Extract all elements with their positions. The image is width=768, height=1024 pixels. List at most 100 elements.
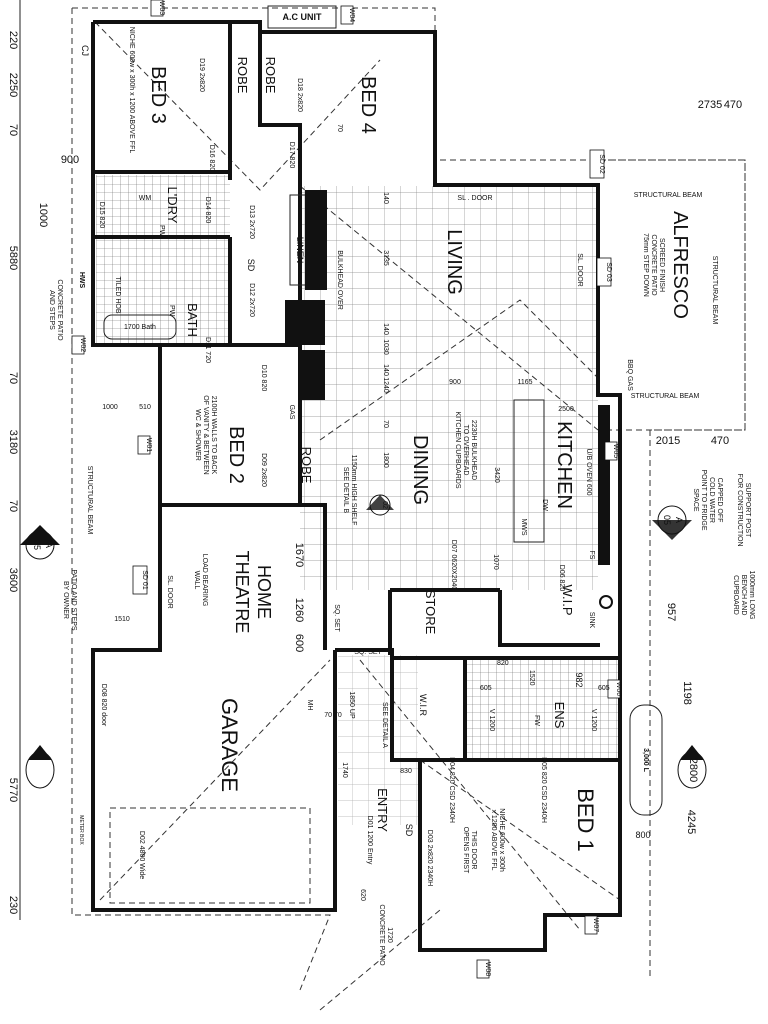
joinery-block-2 xyxy=(285,300,325,345)
bath-tub xyxy=(103,314,177,340)
plan-label: 02 xyxy=(381,501,388,509)
room-home-theatre: HOME xyxy=(254,565,274,619)
plan-label: SL . DOOR xyxy=(457,195,492,202)
room-alfresco: ALFRESCO xyxy=(669,211,691,319)
plan-label: W01 xyxy=(145,438,152,453)
joinery-block-3 xyxy=(300,350,325,400)
plan-label: 2230H BULKHEAD xyxy=(470,420,477,480)
plan-label: BBQ GAS xyxy=(626,359,633,391)
plan-label: FOR CONSTRUCTION xyxy=(736,473,743,546)
plan-label: D04 820 CSD 2340H xyxy=(448,757,455,823)
plan-label: BULKHEAD OVER xyxy=(336,250,343,310)
sink-icon xyxy=(599,595,613,609)
plan-label: 1000 xyxy=(37,203,49,227)
plan-label: 982 xyxy=(574,672,584,687)
plan-label: D12 2x720 xyxy=(248,283,255,317)
plan-label: 3180 xyxy=(7,430,19,454)
plan-label: 2015 xyxy=(656,435,680,447)
plan-label: D06 820 xyxy=(558,565,565,592)
plan-label: CUPBOARD xyxy=(732,575,739,615)
room-laundry: L'DRY xyxy=(165,187,180,224)
plan-label: 2735 xyxy=(698,99,722,111)
plan-label: U/B OVEN 600 xyxy=(585,448,592,495)
room-bed2: BED 2 xyxy=(225,426,247,484)
room-wir: W.I.R xyxy=(418,694,428,716)
plan-label: 1000 xyxy=(102,404,118,411)
plan-label: SEE DETAIL B xyxy=(342,467,349,514)
plan-label: WM xyxy=(139,195,152,202)
plan-label: 3600 xyxy=(7,568,19,592)
plan-label: SUPPORT POST xyxy=(744,483,751,538)
room-store: STORE xyxy=(423,590,438,635)
room-bed3: BED 3 xyxy=(147,66,169,124)
plan-label: STRUCTURAL BEAM xyxy=(631,393,700,400)
elevation-marker-right xyxy=(677,745,707,789)
bath-tiles xyxy=(96,238,230,345)
plan-label: 470 xyxy=(724,99,742,111)
detail-marker-02: 02 xyxy=(366,494,394,516)
walls xyxy=(91,20,622,952)
plan-label: 230 xyxy=(7,896,19,914)
ac-unit-box xyxy=(267,5,337,29)
water-tank xyxy=(629,704,663,816)
plan-label: CJ xyxy=(80,45,90,56)
plan-label: 2500 xyxy=(558,406,574,413)
plan-label: D01 1200 Entry xyxy=(366,816,373,865)
plan-label: 70 70 xyxy=(324,712,342,719)
plan-label: CONCRETE PATIO xyxy=(650,234,657,296)
plan-label: TO OVERHEAD xyxy=(462,425,469,476)
room-robe: ROBE xyxy=(263,57,278,94)
plan-label: SD 02 xyxy=(598,154,605,174)
plan-label: POINT TO FRIDGE xyxy=(700,469,707,530)
plan-label: 1150mm HIGH SHELF xyxy=(350,455,357,526)
plan-label: SINK xyxy=(588,612,595,629)
plan-label: 1670 xyxy=(293,543,305,567)
plan-label: 140 xyxy=(382,323,389,335)
plan-label: 75mm STEP DOWN xyxy=(642,233,649,297)
ens-tiles xyxy=(466,660,618,760)
plan-label: 1070 xyxy=(492,554,499,570)
plan-label: 4245 xyxy=(685,810,697,834)
room-linen: LINEN xyxy=(295,237,305,264)
plan-label: A xyxy=(44,542,54,548)
plan-label: THIS DOOR xyxy=(470,831,477,870)
plan-label: WALL xyxy=(193,571,200,590)
plan-label: D02 4800 Wide xyxy=(138,831,145,879)
plan-label: CONCRETE PATIO xyxy=(378,904,385,966)
plan-label: SQ. SET xyxy=(333,604,340,632)
plan-label: SL. DOOR xyxy=(576,253,583,286)
plan-label: SD 03 xyxy=(605,262,612,282)
section-marker-right-a05: A 05 xyxy=(652,505,692,540)
plan-label: 70 xyxy=(7,372,19,384)
plan-label: CONCRETE PATIO xyxy=(56,279,63,341)
plan-label: CAPPED OFF xyxy=(716,478,723,523)
opening-tags: SD 02 SD 03 SD 01 W01 W02 W03 W04 W05 W0… xyxy=(71,0,622,979)
room-wip: W.I.P xyxy=(560,584,575,615)
plan-label: 1198 xyxy=(681,681,693,705)
plan-label: 140 xyxy=(382,364,389,376)
plan-label: 70 xyxy=(336,124,343,132)
plan-label: 05 xyxy=(662,515,672,525)
plan-label: 1740 xyxy=(341,762,348,778)
room-garage: GARAGE xyxy=(217,698,242,792)
plan-label: A.C UNIT xyxy=(283,12,322,22)
plan-label: D18 2x820 xyxy=(296,78,303,112)
plan-label: A xyxy=(674,517,684,523)
plan-label: PATIO AND STEPS xyxy=(70,569,77,631)
laundry-tiles xyxy=(96,175,230,237)
room-kitchen: KITCHEN xyxy=(553,421,575,509)
plan-label: V 1200 xyxy=(590,709,597,731)
plan-label: 830 xyxy=(400,768,412,775)
plan-label: D10 820 xyxy=(260,365,267,392)
room-robe: ROBE xyxy=(235,57,250,94)
plan-label: BY OWNER xyxy=(62,581,69,619)
plan-label: 05 xyxy=(32,540,42,550)
plan-label: D14 820 xyxy=(204,197,211,224)
plan-label: 1850 UP xyxy=(348,691,355,719)
plan-label: 1700 Bath xyxy=(124,324,156,331)
plan-label: 70 xyxy=(7,500,19,512)
plan-label: FS xyxy=(588,551,595,560)
dimensions: 220 2250 70 900 1000 5880 70 3180 70 360… xyxy=(7,0,742,943)
room-entry: ENTRY xyxy=(375,788,390,832)
plan-label: 220 xyxy=(7,31,19,49)
